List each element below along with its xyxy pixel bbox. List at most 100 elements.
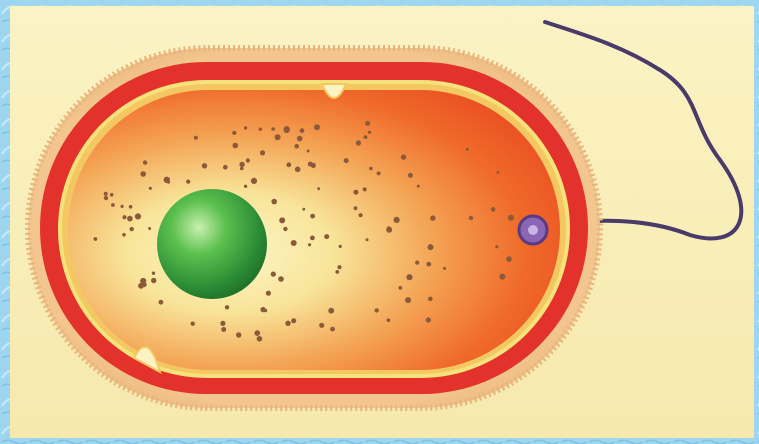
granule xyxy=(260,307,265,312)
granule xyxy=(394,217,400,223)
granule xyxy=(266,291,271,296)
granule xyxy=(244,185,247,188)
granule xyxy=(310,214,315,219)
granule xyxy=(428,244,434,250)
granule xyxy=(285,321,290,326)
granule xyxy=(354,206,358,210)
granule xyxy=(508,215,514,221)
granule xyxy=(164,177,170,183)
granule xyxy=(406,274,412,280)
granule xyxy=(130,227,134,231)
granule xyxy=(278,276,284,282)
granule xyxy=(363,187,367,191)
granule xyxy=(257,336,263,342)
basal-body-center xyxy=(528,225,538,235)
granule xyxy=(300,128,305,133)
granule xyxy=(283,227,287,231)
granule xyxy=(127,216,133,222)
granule xyxy=(308,243,311,246)
granule xyxy=(149,187,152,190)
granule xyxy=(428,297,433,302)
granule xyxy=(443,267,446,270)
granule xyxy=(152,272,155,275)
granule xyxy=(308,162,313,167)
nucleoid xyxy=(157,189,267,299)
granule xyxy=(297,136,303,142)
granule xyxy=(239,162,244,167)
granule xyxy=(387,226,390,229)
granule xyxy=(353,190,358,195)
granule xyxy=(140,278,146,284)
granule xyxy=(246,158,250,162)
granule xyxy=(294,144,299,149)
granule xyxy=(122,233,126,237)
granule xyxy=(233,143,239,149)
granule xyxy=(225,305,229,309)
granule xyxy=(159,300,164,305)
granule xyxy=(398,286,402,290)
granule xyxy=(271,272,276,277)
granule xyxy=(337,265,341,269)
granule xyxy=(317,187,320,190)
granule xyxy=(328,308,334,314)
granule xyxy=(310,236,315,241)
granule xyxy=(506,256,512,262)
granule xyxy=(319,323,324,328)
granule xyxy=(466,148,469,151)
granule xyxy=(271,127,275,131)
granule xyxy=(110,193,114,197)
granule xyxy=(430,215,435,220)
granule xyxy=(194,136,198,140)
granule xyxy=(307,150,310,153)
granule xyxy=(104,196,108,200)
granule xyxy=(129,205,133,209)
granule xyxy=(375,308,379,312)
granule xyxy=(122,215,126,219)
granule xyxy=(364,135,368,139)
granule xyxy=(369,167,373,171)
granule xyxy=(291,318,296,323)
granule xyxy=(366,238,369,241)
granule xyxy=(339,245,342,248)
granule xyxy=(223,165,228,170)
granule xyxy=(295,167,301,173)
granule xyxy=(259,128,262,131)
granule xyxy=(330,327,335,332)
granule xyxy=(191,322,195,326)
granule xyxy=(251,178,257,184)
granule xyxy=(236,332,241,337)
granule xyxy=(221,327,226,332)
granule xyxy=(284,126,290,132)
granule xyxy=(365,121,370,126)
granule xyxy=(121,205,124,208)
granule xyxy=(415,261,419,265)
granule xyxy=(324,234,329,239)
granule xyxy=(497,171,500,174)
granule xyxy=(151,278,156,283)
granule xyxy=(368,131,371,134)
granule xyxy=(495,245,498,248)
granule xyxy=(286,162,291,167)
granule xyxy=(260,150,265,155)
granule xyxy=(387,318,391,322)
granule xyxy=(417,185,420,188)
granule xyxy=(426,317,431,322)
granule xyxy=(469,216,473,220)
granule xyxy=(220,321,225,326)
granule xyxy=(335,270,339,274)
granule xyxy=(148,227,151,230)
granule xyxy=(279,217,285,223)
granule xyxy=(314,124,320,130)
granule xyxy=(405,297,411,303)
granule xyxy=(186,180,190,184)
granule xyxy=(94,237,98,241)
granule xyxy=(377,171,381,175)
granule xyxy=(302,208,305,211)
granule xyxy=(111,203,115,207)
granule xyxy=(408,173,413,178)
granule xyxy=(499,274,505,280)
cytoplasm xyxy=(68,90,560,370)
granule xyxy=(244,126,247,129)
